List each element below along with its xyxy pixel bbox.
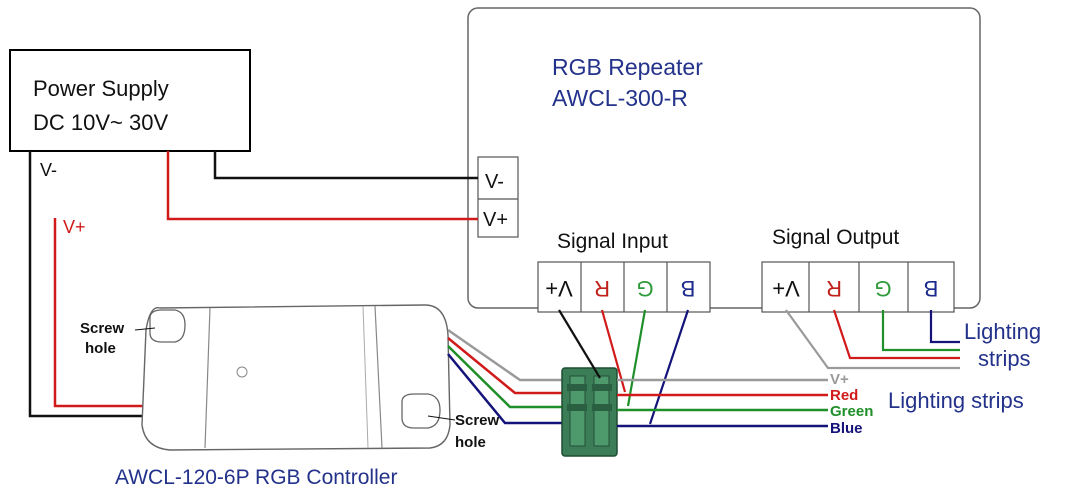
power-supply-title: Power Supply — [33, 76, 169, 101]
signal-input-terminal-block: V+ R G B — [537, 261, 711, 313]
screw-hole-label-left-2: hole — [85, 340, 116, 357]
screw-hole-right — [401, 393, 441, 429]
wire-label-blue: Blue — [830, 420, 863, 437]
output-wires-lower — [617, 378, 828, 428]
output-terminal-vplus: V+ — [772, 276, 800, 301]
input-terminal-b: B — [681, 276, 696, 301]
output-terminal-g: G — [874, 276, 891, 301]
signal-output-terminal-block: V+ R G B — [761, 261, 955, 313]
controller-label: AWCL-120-6P RGB Controller — [115, 466, 397, 489]
screw-hole-label-left-1: Screw — [80, 320, 125, 337]
repeater-model: AWCL-300-R — [552, 85, 688, 111]
controller-wires — [447, 328, 580, 425]
output-terminal-r: R — [826, 276, 842, 301]
power-supply-vminus-label: V- — [40, 160, 57, 180]
wire-connector-block — [561, 367, 618, 457]
input-terminal-r: R — [594, 276, 610, 301]
wire-label-red: Red — [830, 387, 858, 404]
lighting-strips-label-upper-1: Lighting — [964, 319, 1041, 344]
wire-vplus-supply-to-repeater — [166, 151, 478, 221]
power-supply-box — [9, 49, 251, 152]
repeater-terminal-vminus: V- — [485, 171, 504, 193]
screw-hole-label-right-2: hole — [455, 434, 486, 451]
screw-hole-left — [149, 309, 186, 343]
power-supply-voltage: DC 10V~ 30V — [33, 110, 168, 135]
power-supply-vplus-label: V+ — [63, 217, 86, 237]
repeater-power-terminal: V- V+ — [477, 156, 519, 238]
wire-vplus-supply-to-controller — [53, 218, 148, 408]
repeater-box — [467, 7, 981, 309]
repeater-title: RGB Repeater — [552, 54, 703, 80]
signal-output-label: Signal Output — [772, 226, 899, 249]
output-terminal-b: B — [924, 276, 939, 301]
wire-label-green: Green — [830, 403, 873, 420]
rgb-controller: Screw hole Screw hole — [80, 304, 500, 451]
lighting-strips-label-upper-2: strips — [978, 346, 1031, 371]
screw-hole-label-right-1: Screw — [455, 412, 500, 429]
lighting-strips-label-lower: Lighting strips — [888, 388, 1024, 413]
signal-input-wires — [558, 309, 690, 425]
output-wires-upper — [785, 309, 960, 370]
input-terminal-vplus: V+ — [545, 276, 573, 301]
repeater-terminal-vplus: V+ — [483, 209, 508, 231]
power-wires — [28, 151, 478, 418]
signal-input-label: Signal Input — [557, 230, 668, 253]
wire-vminus-supply-to-controller — [28, 151, 155, 418]
wire-vminus-supply-to-repeater — [213, 151, 478, 180]
input-terminal-g: G — [636, 276, 653, 301]
wire-label-vplus: V+ — [830, 371, 849, 388]
